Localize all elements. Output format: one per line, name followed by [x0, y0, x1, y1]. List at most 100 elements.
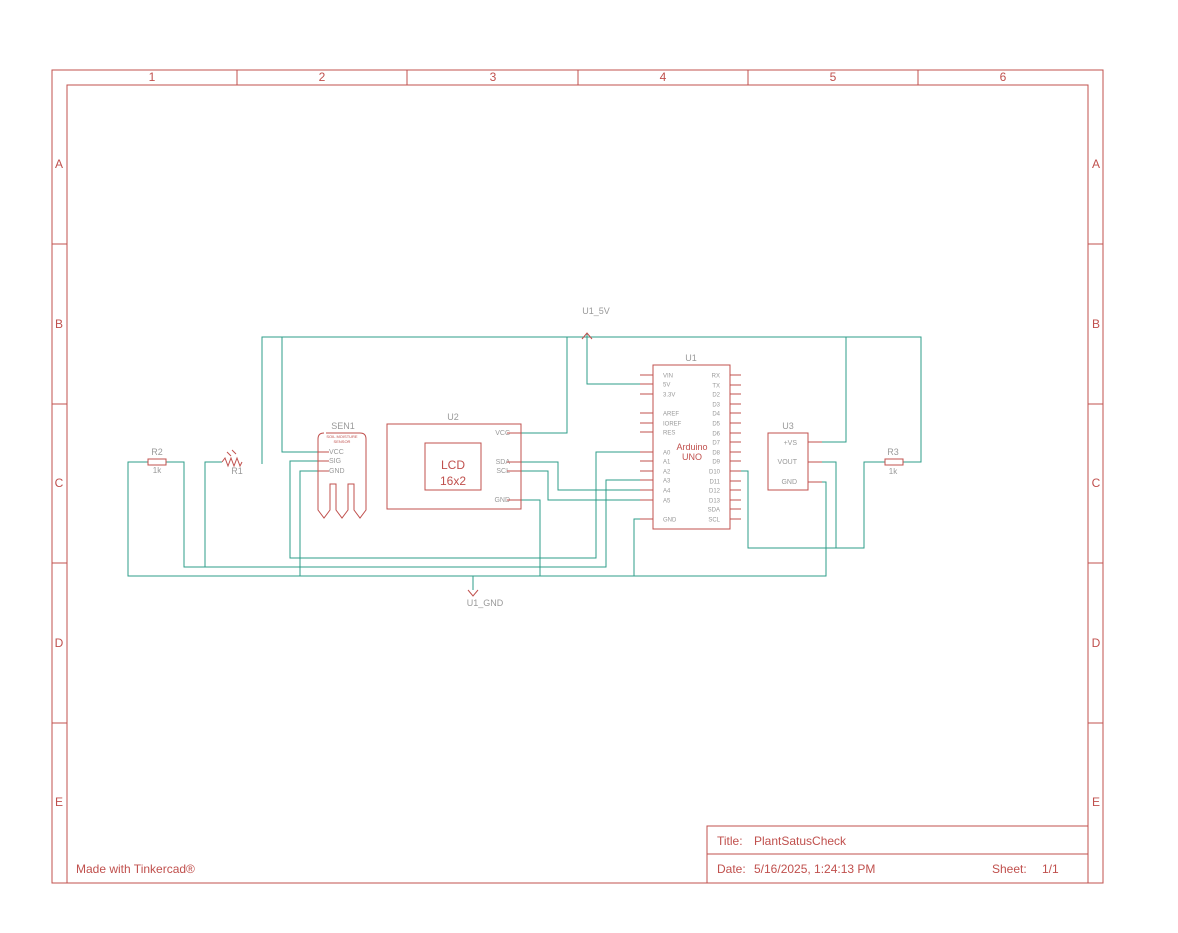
pin-label: D4	[712, 412, 720, 418]
pin-label: VIN	[663, 374, 673, 380]
pin-label: SCL	[708, 518, 720, 524]
pin-label: D3	[712, 403, 720, 409]
wire-u3-vout	[808, 461, 837, 548]
wire-a3	[166, 461, 640, 568]
column-labels: 1 2 3 4 5 6	[149, 70, 1007, 84]
pin-label: D12	[709, 489, 721, 495]
temperature-sensor-u3: U3 +VS VOUT GND	[767, 421, 822, 491]
row-label: D	[1092, 636, 1101, 650]
wire-lcd-scl	[521, 470, 640, 501]
pin-label: SDA	[708, 508, 720, 514]
row-label: A	[1092, 157, 1100, 171]
column-label: 1	[149, 70, 156, 84]
column-label: 4	[660, 70, 667, 84]
u1-ref: U1	[685, 353, 697, 363]
arduino-line1: Arduino	[676, 442, 707, 452]
lcd-u2: U2 LCD 16x2 VCC SDA SCL GND	[386, 412, 522, 510]
made-with-label: Made with Tinkercad®	[76, 862, 195, 876]
row-label: B	[55, 317, 63, 331]
pin-label: A5	[663, 499, 671, 505]
arduino-u1: U1 Arduino UNO VIN5V3.3VAREFIOREFRESA0A1…	[640, 353, 741, 530]
r3-ref: R3	[887, 447, 899, 457]
sheet-value: 1/1	[1042, 862, 1059, 876]
pin-label: RX	[712, 374, 720, 380]
pin-label: RES	[663, 431, 675, 437]
drawing-frame	[51, 69, 1104, 884]
pin-label: IOREF	[663, 422, 682, 428]
pin-label: TX	[712, 384, 720, 390]
u3-ref: U3	[782, 421, 794, 431]
wires	[127, 333, 922, 590]
wire-vcc-rail	[261, 336, 922, 464]
photoresistor-r1: R1	[221, 449, 243, 476]
vcc-net-label: U1_5V	[582, 306, 610, 316]
wire-sen-gnd	[299, 470, 318, 576]
pin-label: 5V	[663, 383, 670, 389]
pin-label: D5	[712, 422, 720, 428]
r3-value: 1k	[889, 467, 898, 476]
row-label: C	[1092, 476, 1101, 490]
wire-ldr	[204, 461, 222, 567]
pin-label: SCL	[496, 468, 510, 475]
arduino-line2: UNO	[682, 452, 702, 462]
row-label: B	[1092, 317, 1100, 331]
title-value: PlantSatusCheck	[754, 834, 847, 848]
row-label: C	[55, 476, 64, 490]
wire-arduino-5v	[586, 333, 640, 385]
pin-label: VCC	[329, 449, 344, 456]
pin-label: GND	[329, 468, 345, 475]
wire-sen-sig	[289, 451, 640, 559]
pin-label: GND	[494, 497, 510, 504]
pin-label: D13	[709, 499, 721, 505]
row-labels: A B C D E A B C D E	[55, 157, 1101, 809]
pin-label: D10	[709, 470, 721, 476]
soil-moisture-sensor-sen1: SEN1 SOIL MOISTURE SENSOR VCC SIG GND	[317, 421, 367, 519]
sen1-ref: SEN1	[331, 421, 355, 431]
gnd-net-label: U1_GND	[467, 598, 504, 608]
pin-label: GND	[663, 518, 677, 524]
wire-arduino-gnd	[633, 518, 653, 576]
row-label: D	[55, 636, 64, 650]
lcd-line2: 16x2	[440, 474, 466, 488]
pin-label: SDA	[496, 459, 511, 466]
row-label: A	[55, 157, 63, 171]
r1-ref: R1	[231, 466, 243, 476]
pin-label: SIG	[329, 458, 341, 465]
pin-label: GND	[781, 479, 797, 486]
u2-ref: U2	[447, 412, 459, 422]
sheet-label: Sheet:	[992, 862, 1027, 876]
wire-d10	[741, 461, 885, 549]
title-label: Title:	[717, 834, 743, 848]
r2-ref: R2	[151, 447, 163, 457]
column-label: 5	[830, 70, 837, 84]
date-label: Date:	[717, 862, 746, 876]
pin-label: D2	[712, 393, 720, 399]
date-value: 5/16/2025, 1:24:13 PM	[754, 862, 875, 876]
wire-lcd-vcc	[521, 337, 568, 434]
lcd-line1: LCD	[441, 458, 465, 472]
pin-label: VOUT	[778, 459, 798, 466]
pin-label: +VS	[784, 440, 798, 447]
pin-label: A2	[663, 470, 671, 476]
wire-u3-vs	[822, 337, 847, 443]
pin-label: VCC	[495, 430, 510, 437]
gnd-net-symbol: U1_GND	[467, 589, 504, 608]
pin-label: A1	[663, 460, 671, 466]
pin-label: 3.3V	[663, 393, 675, 399]
column-label: 3	[490, 70, 497, 84]
title-block: Title: PlantSatusCheck Date: 5/16/2025, …	[706, 825, 1089, 884]
pin-label: D6	[712, 432, 720, 438]
pin-label: A4	[663, 489, 671, 495]
wire-sen-vcc	[281, 337, 318, 453]
pin-label: A3	[663, 479, 671, 485]
wire-lcd-gnd	[521, 499, 541, 576]
row-label: E	[55, 795, 63, 809]
row-label: E	[1092, 795, 1100, 809]
pin-label: D9	[712, 460, 720, 466]
r2-value: 1k	[153, 466, 162, 475]
pin-label: D8	[712, 451, 720, 457]
sen1-desc-line2: SENSOR	[334, 439, 351, 444]
